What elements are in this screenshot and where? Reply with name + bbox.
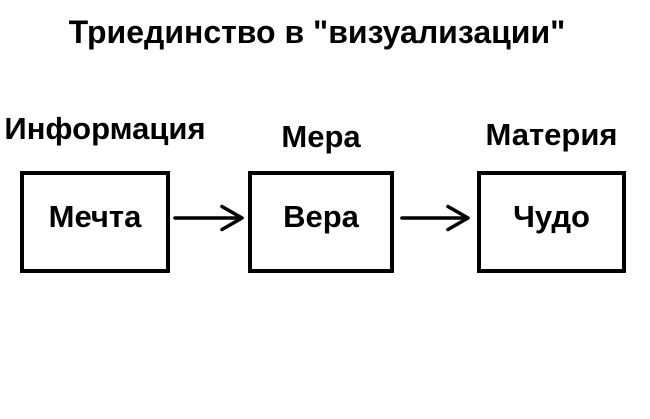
node-box-mechta-text: Мечта <box>48 199 142 234</box>
diagram-title: Триединство в "визуализации" <box>68 14 566 50</box>
column-label-materiya: Материя <box>485 117 618 152</box>
node-box-vera: Вера <box>248 171 394 273</box>
node-box-chudo: Чудо <box>477 171 626 273</box>
node-box-vera-text: Вера <box>283 199 359 234</box>
right-arrow-icon <box>173 204 244 232</box>
node-box-mechta: Мечта <box>20 171 170 273</box>
column-label-mera: Мера <box>281 119 361 154</box>
node-box-chudo-text: Чудо <box>513 199 590 234</box>
right-arrow-icon <box>400 204 470 232</box>
column-label-informatsiya: Информация <box>4 111 206 146</box>
